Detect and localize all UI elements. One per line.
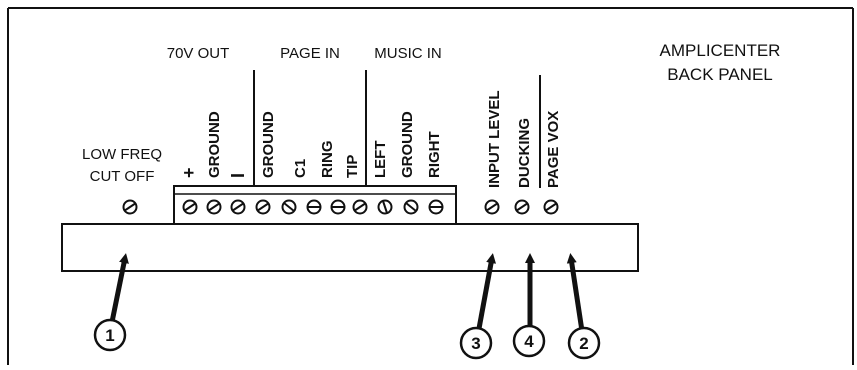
terminal-screw-8: [352, 199, 368, 215]
page-vox-knob: [543, 199, 559, 215]
terminal-screw-5: [281, 199, 297, 215]
terminal-screw-4: [255, 199, 271, 215]
terminal-screw-10: [403, 199, 419, 215]
terminal-ground-2-label: GROUND: [260, 111, 277, 178]
terminal-screw-1: [182, 199, 198, 215]
arrow-3: [475, 253, 497, 335]
callout-1: 1: [93, 318, 127, 352]
callout-2: 2: [567, 326, 601, 360]
terminal-ring-label: RING: [319, 141, 336, 179]
low-freq-cutoff-knob: [122, 199, 138, 215]
terminal-right-label: RIGHT: [426, 131, 443, 178]
terminal-c1-label: C1: [292, 159, 309, 178]
terminal-plus-label: +: [179, 167, 199, 178]
terminal-screw-9: [377, 199, 393, 215]
title-line-1: AMPLICENTER: [660, 41, 781, 60]
terminal-screw-11: [428, 199, 444, 215]
low-freq-label-line-2: CUT OFF: [90, 168, 155, 185]
terminal-minus-label: I: [228, 173, 248, 178]
terminal-ground-3-label: GROUND: [399, 111, 416, 178]
ducking-knob: [514, 199, 530, 215]
header-page-in: PAGE IN: [280, 45, 340, 62]
title-line-2: BACK PANEL: [667, 65, 773, 84]
callout-3-number: 3: [471, 334, 480, 353]
ducking-label: DUCKING: [516, 118, 533, 188]
callout-4-number: 4: [524, 332, 534, 351]
terminal-screw-7: [330, 199, 346, 215]
input-level-knob: [484, 199, 500, 215]
terminal-screw-2: [206, 199, 222, 215]
callout-1-number: 1: [105, 326, 114, 345]
arrow-2: [566, 253, 585, 332]
chassis-bar: [61, 223, 639, 272]
terminal-ground-1-label: GROUND: [206, 111, 223, 178]
header-music-in: MUSIC IN: [374, 45, 442, 62]
arrow-1: [109, 253, 129, 323]
header-70v-out: 70V OUT: [167, 45, 230, 62]
callout-2-number: 2: [579, 334, 588, 353]
terminal-screw-6: [306, 199, 322, 215]
terminal-tip-label: TIP: [344, 155, 361, 178]
terminal-left-label: LEFT: [372, 141, 389, 179]
terminal-screw-3: [230, 199, 246, 215]
callout-3: 3: [459, 326, 493, 360]
callout-4: 4: [512, 324, 546, 358]
input-level-label: INPUT LEVEL: [486, 90, 503, 188]
low-freq-label-line-1: LOW FREQ: [82, 146, 162, 163]
page-vox-label: PAGE VOX: [545, 111, 562, 188]
